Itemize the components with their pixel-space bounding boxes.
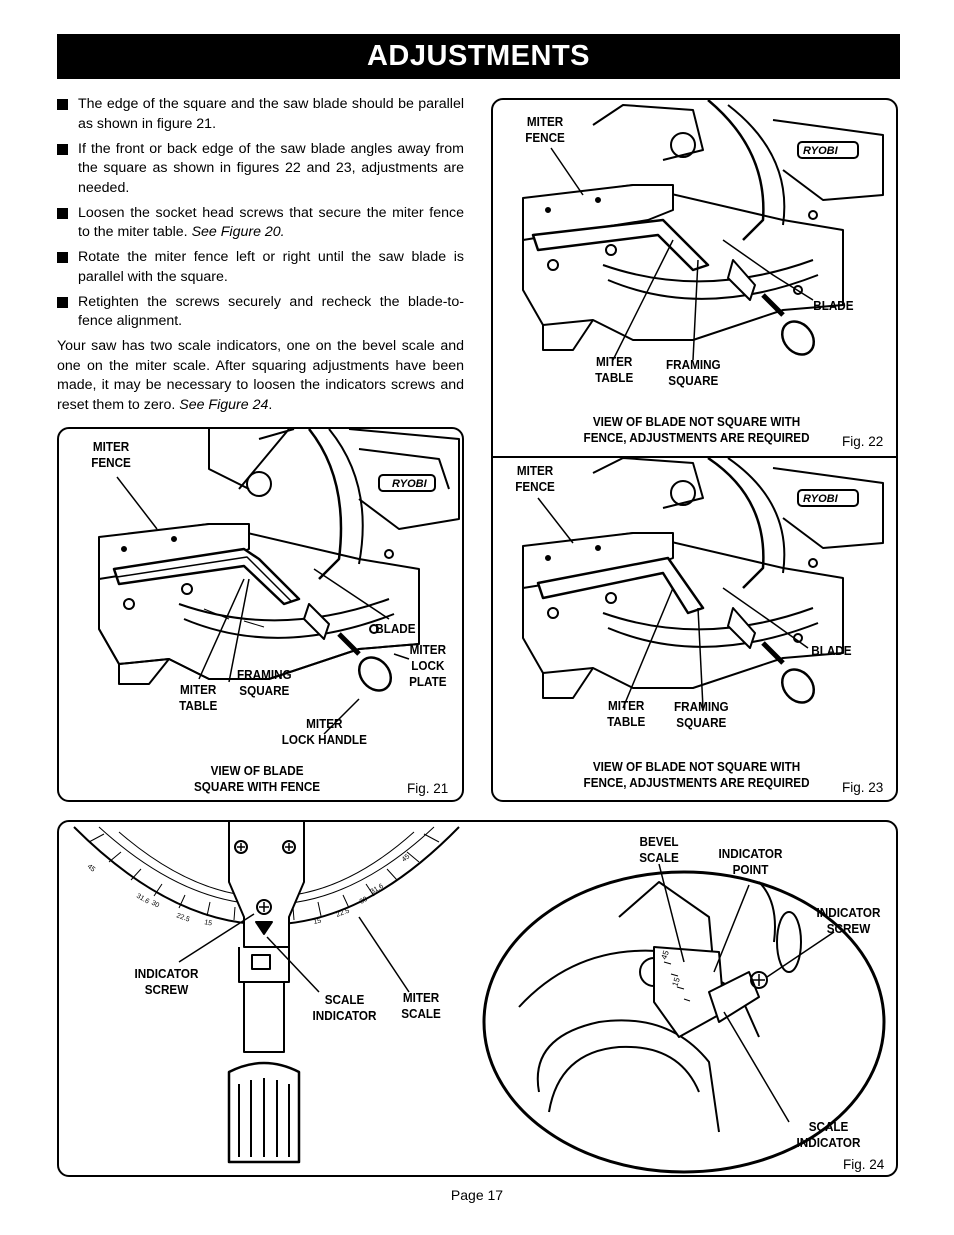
figure-23-number: Fig. 23 [842,780,884,795]
list-item: The edge of the square and the saw blade… [57,95,464,134]
scale-mark: 22.5 [335,908,350,919]
scale-indicator-paragraph: Your saw has two scale indicators, one o… [57,338,464,413]
miter-saw-illustration: RYOBI [522,100,884,361]
figure-21-number: Fig. 21 [407,781,449,796]
brand-logo: RYOBI [803,493,839,505]
miter-saw-illustration: RYOBI [522,458,884,709]
label-miter-table: MITER TABLE [607,698,646,729]
label-miter-table: MITER TABLE [595,354,634,385]
label-indicator-screw: INDICATOR SCREW [134,966,199,997]
label-scale-indicator: SCALE INDICATOR [796,1119,861,1150]
page-number: Page 17 [450,1187,504,1203]
figure-21-caption: VIEW OF BLADE SQUARE WITH FENCE [194,763,321,794]
figure-21-panel: RYOBI MITER FENCE BLADE MITER LOCK PLATE… [57,427,464,802]
figure-22-23-panel: RYOBI MITER FENCE BLADE MITER TABLE FRAM… [491,98,898,802]
scale-indicator-illustration: 45 31.6 30 22.5 15 15 22.5 30 31.6 45 45… [73,822,886,1174]
label-miter-fence: MITER FENCE [525,114,565,145]
bullet-square-icon [57,99,68,110]
scale-mark: 22.5 [175,912,190,923]
label-miter-lock-plate: MITER LOCK PLATE [409,642,447,689]
list-item: Loosen the socket head screws that secur… [57,204,464,243]
label-framing-square: FRAMING SQUARE [237,667,292,698]
list-item: If the front or back edge of the saw bla… [57,140,464,199]
scale-mark: 15 [204,919,213,927]
label-scale-indicator: SCALE INDICATOR [312,992,377,1023]
bevel-scale-marks: 45 15 [659,949,682,988]
scale-mark: 31.6 [135,893,150,906]
instructions-text: The edge of the square and the saw blade… [57,95,464,415]
scale-mark: 45 [86,863,97,873]
figure-reference: See Figure 20. [191,224,285,240]
scale-mark: 30 [359,896,369,906]
figure-23-caption: VIEW OF BLADE NOT SQUARE WITH FENCE, ADJ… [583,759,810,790]
figure-24-number: Fig. 24 [843,1157,885,1172]
bullet-square-icon [57,143,68,155]
list-item: Rotate the miter fence left or right unt… [57,248,464,287]
label-framing-square: FRAMING SQUARE [666,357,721,388]
figure-24-panel: 45 31.6 30 22.5 15 15 22.5 30 31.6 45 45… [57,820,898,1177]
label-blade: BLADE [813,298,854,313]
label-miter-lock-handle: MITER LOCK HANDLE [281,716,367,747]
figure-divider [493,456,896,458]
label-bevel-scale: BEVEL SCALE [639,834,679,865]
scale-mark: 30 [150,900,160,910]
label-framing-square: FRAMING SQUARE [674,699,729,730]
scale-mark: 15 [313,917,322,925]
figure-22-caption: VIEW OF BLADE NOT SQUARE WITH FENCE, ADJ… [583,414,810,445]
scale-mark: 45 [401,853,412,863]
label-blade: BLADE [811,643,852,658]
label-indicator-point: INDICATOR POINT [718,846,783,877]
list-item: Retighten the screws securely and rechec… [57,293,464,332]
label-miter-scale: MITER SCALE [401,990,441,1021]
miter-scale-marks: 45 31.6 30 22.5 15 15 22.5 30 31.6 45 [86,853,412,928]
bullet-square-icon [57,207,68,219]
brand-logo: RYOBI [392,478,428,490]
page-title: ADJUSTMENTS [57,34,900,79]
bullet-square-icon [57,252,68,263]
figure-22-number: Fig. 22 [842,434,884,449]
label-blade: BLADE [375,621,416,636]
scale-mark: 15 [670,976,682,988]
bullet-square-icon [57,296,68,308]
scale-mark: 45 [659,949,671,961]
brand-logo: RYOBI [803,145,839,157]
figure-reference: See Figure 24 [179,396,269,413]
instruction-list: The edge of the square and the saw blade… [57,95,464,332]
label-miter-table: MITER TABLE [179,682,218,713]
label-miter-fence: MITER FENCE [515,463,555,494]
miter-saw-illustration: RYOBI [98,429,460,735]
label-indicator-screw: INDICATOR SCREW [816,905,881,936]
label-miter-fence: MITER FENCE [91,439,131,470]
